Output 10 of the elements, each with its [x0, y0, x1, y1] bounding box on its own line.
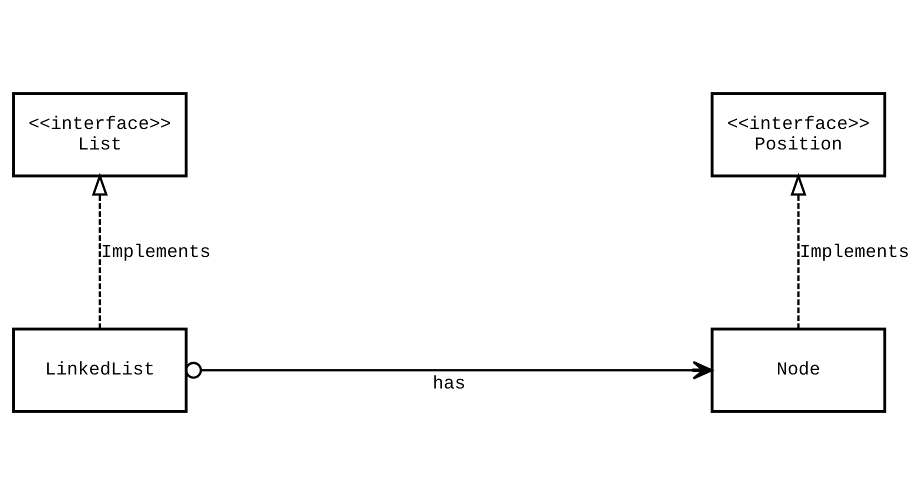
- edge-label: Implements: [101, 242, 211, 262]
- arrow: [92, 172, 108, 329]
- edge-label: has: [432, 374, 466, 394]
- node-box: <<interface>> Position: [710, 92, 886, 177]
- arrow: [185, 360, 713, 380]
- arrow: [790, 172, 806, 329]
- node-box: <<interface>> List: [12, 92, 188, 177]
- node-box: LinkedList: [12, 327, 188, 412]
- node-box: Node: [710, 327, 886, 412]
- edge-label: Implements: [800, 242, 910, 262]
